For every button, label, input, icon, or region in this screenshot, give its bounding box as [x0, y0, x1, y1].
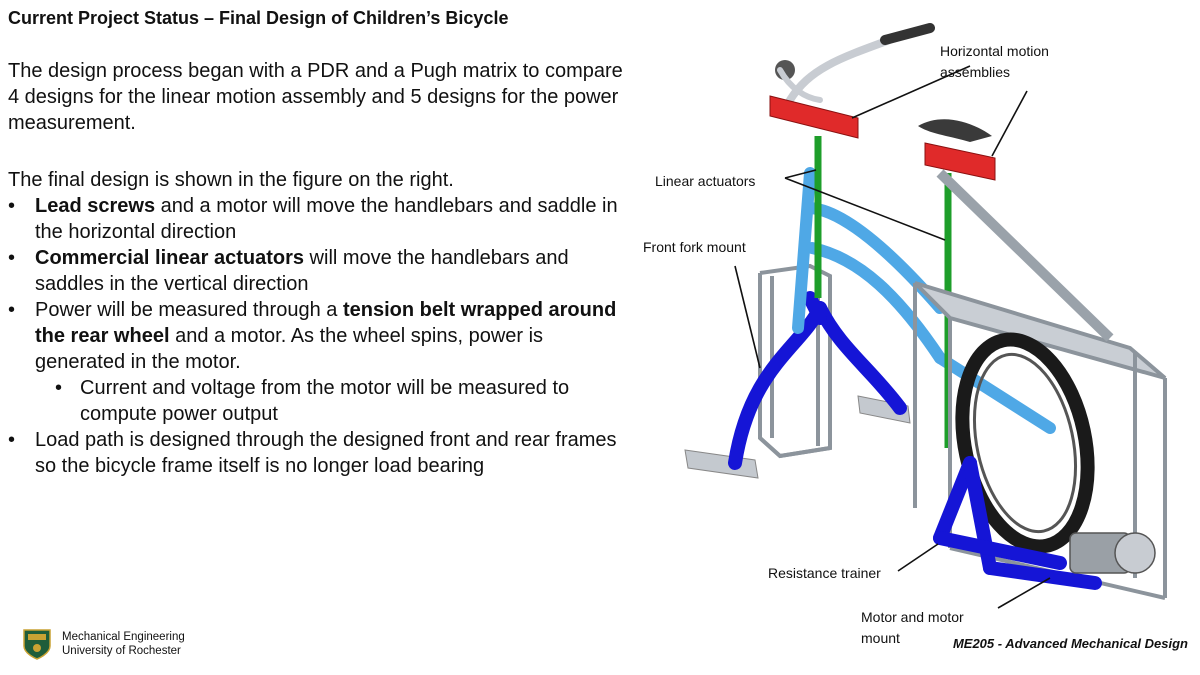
bullet-text: and a motor will move the handlebars and…	[35, 195, 618, 243]
handlebar	[775, 23, 935, 104]
org-line-department: Mechanical Engineering	[62, 631, 185, 643]
label-linear-actuators: Linear actuators	[655, 173, 755, 189]
sub-bullet-list: Current and voltage from the motor will …	[35, 375, 638, 427]
bullet-emphasis: Lead screws	[35, 195, 156, 217]
label-motor-line2: mount	[861, 630, 900, 646]
intro-paragraph: The design process began with a PDR and …	[8, 60, 623, 134]
bullet-emphasis: tension belt wrapped around the rear whe…	[35, 299, 617, 347]
bullet-emphasis: Commercial linear actuators	[35, 247, 304, 269]
motor-and-mount	[1069, 532, 1156, 574]
front-base-block	[684, 395, 911, 479]
saddle	[918, 119, 992, 142]
annotation-arrows	[734, 65, 1051, 609]
university-shield-logo	[23, 629, 51, 660]
course-footer: ME205 - Advanced Mechanical Design	[952, 636, 1188, 651]
bullet-item: Power will be measured through a tension…	[8, 297, 638, 427]
bullet-list: Lead screws and a motor will move the ha…	[8, 193, 638, 479]
resistance-trainer	[933, 456, 1102, 590]
bullet-item: Lead screws and a motor will move the ha…	[8, 193, 638, 245]
org-line-university: University of Rochester	[62, 645, 181, 657]
label-motor-line1: Motor and motor	[861, 609, 964, 625]
sub-bullet-item: Current and voltage from the motor will …	[35, 375, 638, 427]
bullet-text: Power will be measured through a	[35, 299, 343, 321]
bullet-item: Load path is designed through the design…	[8, 427, 638, 479]
slide-title: Current Project Status – Final Design of…	[8, 8, 509, 28]
final-design-sentence: The final design is shown in the figure …	[8, 169, 454, 191]
bullet-item: Commercial linear actuators will move th…	[8, 245, 638, 297]
bullet-text: and a motor. As the wheel spins, power i…	[35, 325, 544, 373]
bicycle-fixture-figure: Horizontal motion assemblies Linear actu…	[643, 23, 1167, 646]
front-stand-blue	[728, 291, 907, 470]
bicycle-frame	[792, 167, 1056, 434]
bullet-text: will move the handlebars and saddles in …	[35, 247, 569, 295]
label-resistance-trainer: Resistance trainer	[768, 565, 881, 581]
org-name: Mechanical Engineering University of Roc…	[62, 630, 185, 658]
label-horizontal-motion: Horizontal motion	[940, 43, 1049, 59]
label-front-fork-mount: Front fork mount	[643, 239, 746, 255]
rear-wheel	[955, 332, 1095, 554]
label-assemblies: assemblies	[940, 64, 1010, 80]
horizontal-motion-assemblies	[769, 95, 996, 181]
